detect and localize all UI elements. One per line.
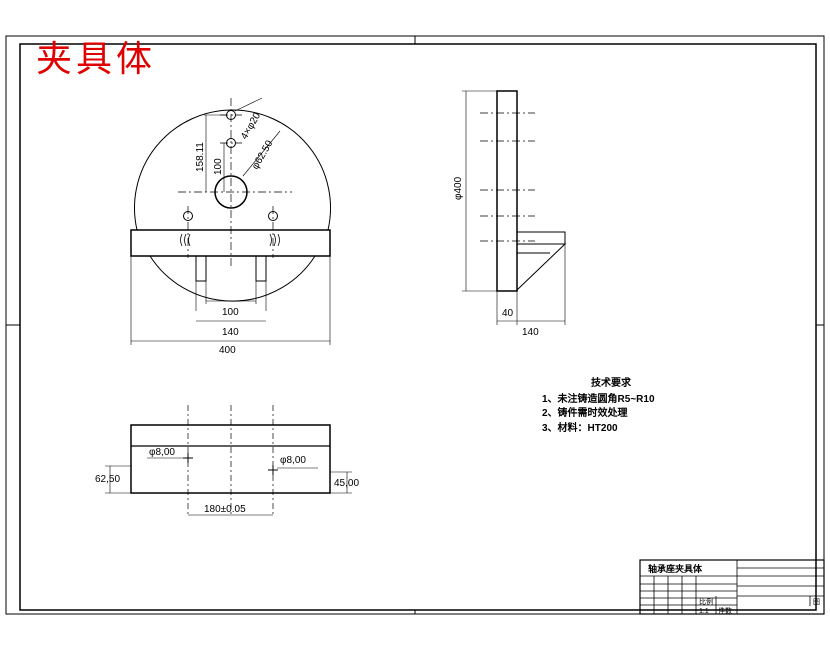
outer-border — [5, 35, 825, 615]
title-block-drawing: 图 — [813, 598, 820, 606]
tech-item: 3、材料：HT200 — [542, 421, 618, 434]
side-dimension-lines — [462, 90, 566, 325]
side-thickness-label: 40 — [502, 308, 514, 319]
title-block-scale-value: 1:1 — [699, 608, 709, 615]
bolt-circle-label: φ62.50 — [250, 138, 275, 171]
overall-width-label: 400 — [219, 345, 236, 356]
base-plate — [130, 229, 331, 257]
border-ticks — [6, 36, 824, 614]
base-width-label: 140 — [222, 327, 239, 338]
hole-offset-label: 100 — [213, 158, 224, 175]
bottom-view — [105, 405, 352, 516]
right-height-label: 45,00 — [334, 478, 359, 489]
weld-fillet — [180, 233, 280, 247]
front-view — [130, 97, 331, 345]
tech-requirements: 技术要求 1、未注铸造圆角R5~R10 2、铸件需时效处理 3、材料：HT200 — [542, 376, 655, 434]
disc-outline — [134, 109, 331, 231]
title-block-sheet: 件数 — [718, 606, 732, 615]
dimension-lines — [130, 97, 331, 345]
vertical-dim-label: 158.11 — [195, 142, 206, 172]
side-diameter-label: φ400 — [453, 176, 464, 200]
tech-item: 2、铸件需时效处理 — [542, 406, 628, 419]
left-hole-label: φ8,00 — [149, 447, 175, 458]
right-rib — [255, 255, 267, 282]
left-height-label: 62,50 — [95, 474, 120, 485]
bracket-gusset — [516, 243, 567, 291]
tech-heading: 技术要求 — [591, 376, 632, 389]
title-block-name: 轴承座夹具体 — [648, 563, 703, 574]
disc-profile — [496, 90, 518, 292]
bracket-top — [516, 231, 566, 245]
title-block-scale-label: 比例 — [699, 597, 713, 606]
hole-marks — [183, 453, 278, 475]
base-block — [130, 424, 331, 494]
inner-border — [19, 43, 817, 611]
title-block — [639, 559, 825, 615]
side-view — [462, 90, 567, 325]
side-centerlines — [480, 112, 535, 242]
hole-spacing-label: 180±0.05 — [204, 504, 246, 515]
slot-width-label: 100 — [222, 307, 239, 318]
centerlines — [178, 98, 292, 266]
side-depth-label: 140 — [522, 327, 539, 338]
left-rib — [195, 255, 207, 282]
page-title: 夹具体 — [36, 39, 157, 80]
tech-item: 1、未注铸造圆角R5~R10 — [542, 392, 655, 405]
hole-pattern-label: 4×φ20 — [239, 110, 263, 141]
disc-lower-arc — [149, 255, 316, 302]
right-hole-label: φ8,00 — [280, 455, 306, 466]
